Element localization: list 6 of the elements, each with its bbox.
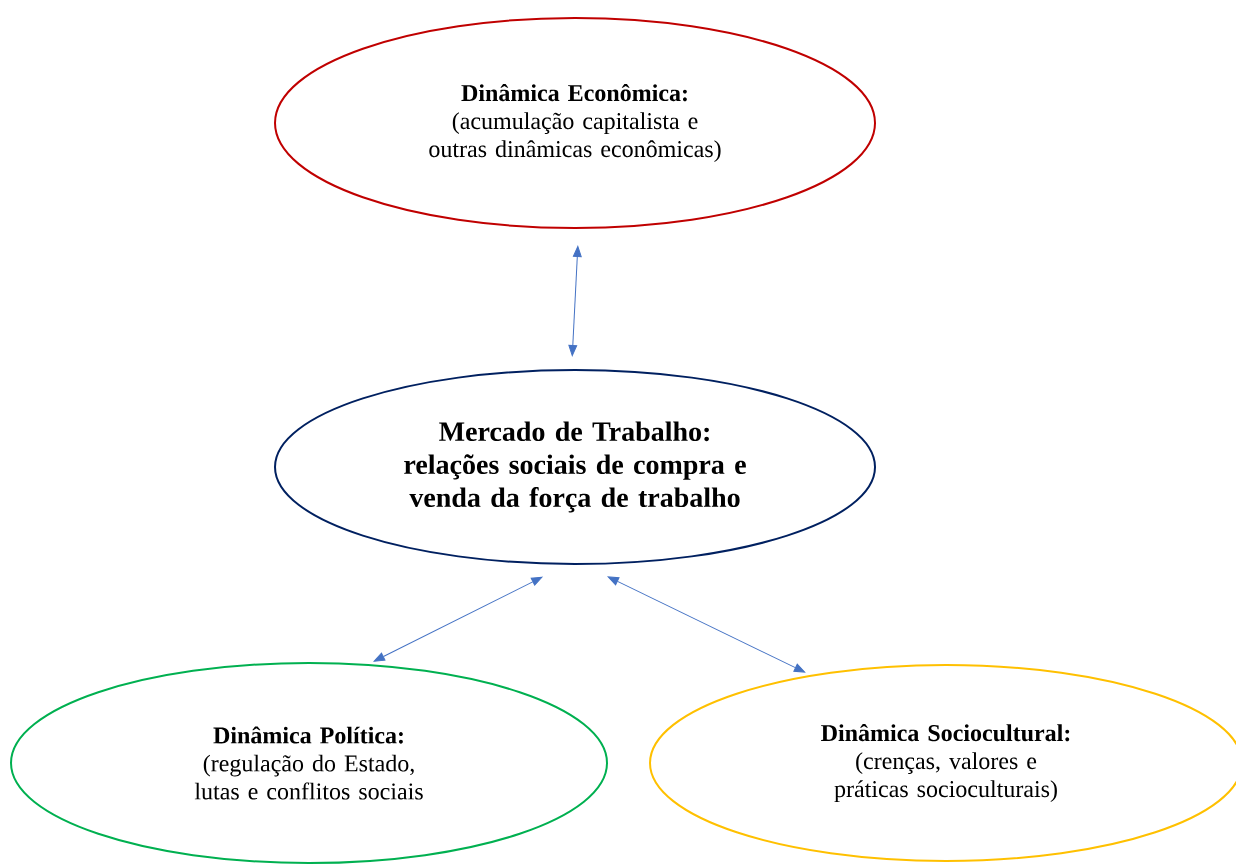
ellipse-node: Mercado de Trabalho: relações sociais de compra e venda da força de trabalho bbox=[274, 369, 876, 565]
ellipse-node: Dinâmica Política: (regulação do Estado, lutas e conflitos sociais bbox=[10, 662, 608, 864]
double-arrow bbox=[607, 576, 806, 673]
ellipse-node: Dinâmica Econômica: (acumulação capitalista e outras dinâmicas econômicas) bbox=[274, 17, 876, 229]
double-arrow bbox=[568, 245, 582, 357]
double-arrow bbox=[373, 576, 543, 662]
